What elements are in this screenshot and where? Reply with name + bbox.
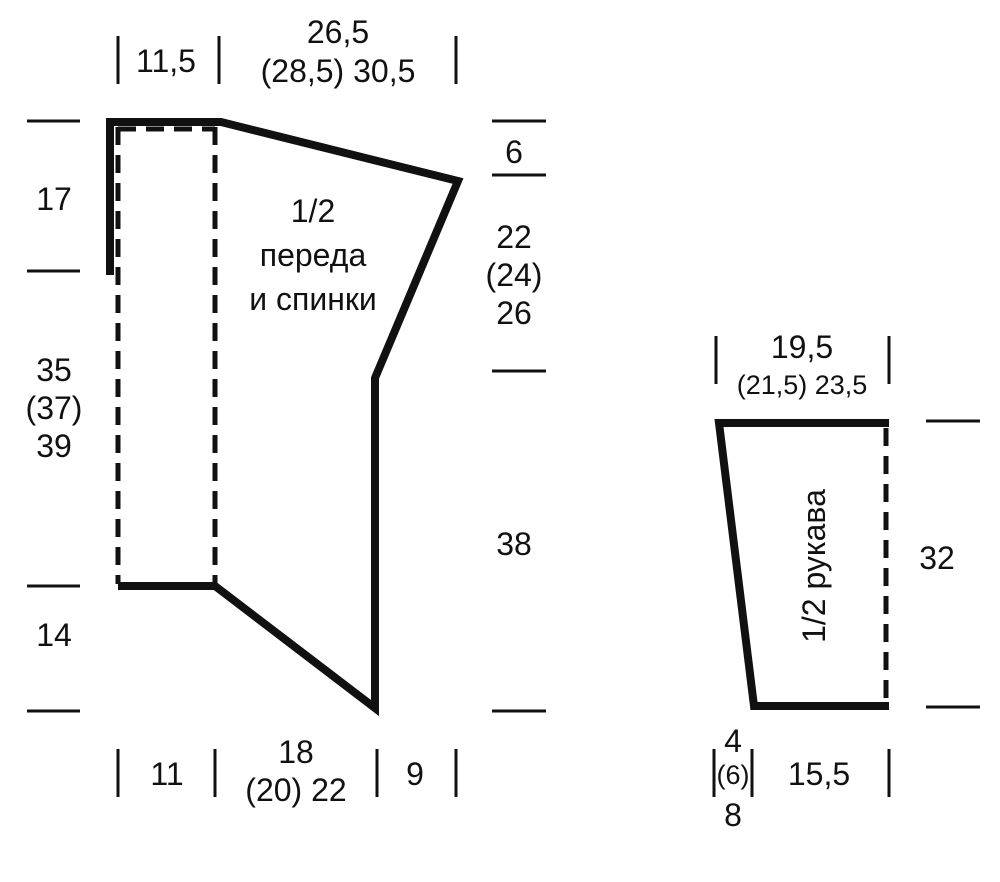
- body-title-line3: и спинки: [249, 281, 377, 317]
- sleeve-top-width-label: 19,5: [771, 329, 833, 365]
- bottom-middle-width-label: 18: [278, 734, 314, 770]
- top-right-width-sizes-label: (28,5) 30,5: [261, 53, 416, 89]
- sleeve-piece: 1/2 рукава 19,5 (21,5) 23,5 32 4 (6) 8 1…: [712, 329, 980, 833]
- right-lower-height-label: 38: [496, 526, 532, 562]
- sleeve-title: 1/2 рукава: [796, 489, 832, 643]
- bottom-middle-width-sizes-label: (20) 22: [245, 772, 346, 808]
- sleeve-top-width-sizes-label: (21,5) 23,5: [737, 370, 868, 400]
- right-armhole-height-label-1: 22: [496, 219, 532, 255]
- right-top-height-label: 6: [505, 134, 523, 170]
- body-title-line2: переда: [260, 237, 367, 273]
- bottom-right-width-label: 9: [406, 756, 424, 792]
- sleeve-bottom-offset-label-3: 8: [724, 797, 742, 833]
- sleeve-bottom-width-label: 15,5: [788, 756, 850, 792]
- sleeve-bottom-offset-label-1: 4: [724, 723, 742, 759]
- left-middle-height-label-2: (37): [26, 390, 83, 426]
- sleeve-height-label: 32: [919, 540, 955, 576]
- body-title-line1: 1/2: [291, 193, 335, 229]
- right-armhole-height-label-2: (24): [486, 257, 543, 293]
- bottom-left-width-label: 11: [150, 756, 183, 792]
- left-upper-height-label: 17: [36, 181, 72, 217]
- left-lower-height-label: 14: [36, 617, 72, 653]
- sleeve-bottom-offset-label-2: (6): [717, 760, 750, 790]
- body-piece: 1/2 переда и спинки 11,5 26,5 (28,5) 30,…: [26, 14, 546, 808]
- left-middle-height-label-3: 39: [36, 428, 72, 464]
- top-left-width-label: 11,5: [136, 43, 196, 79]
- right-armhole-height-label-3: 26: [496, 295, 532, 331]
- body-outline: [106, 118, 464, 717]
- left-middle-height-label-1: 35: [36, 352, 72, 388]
- top-right-width-label: 26,5: [307, 14, 369, 50]
- sleeve-outline: [714, 419, 889, 710]
